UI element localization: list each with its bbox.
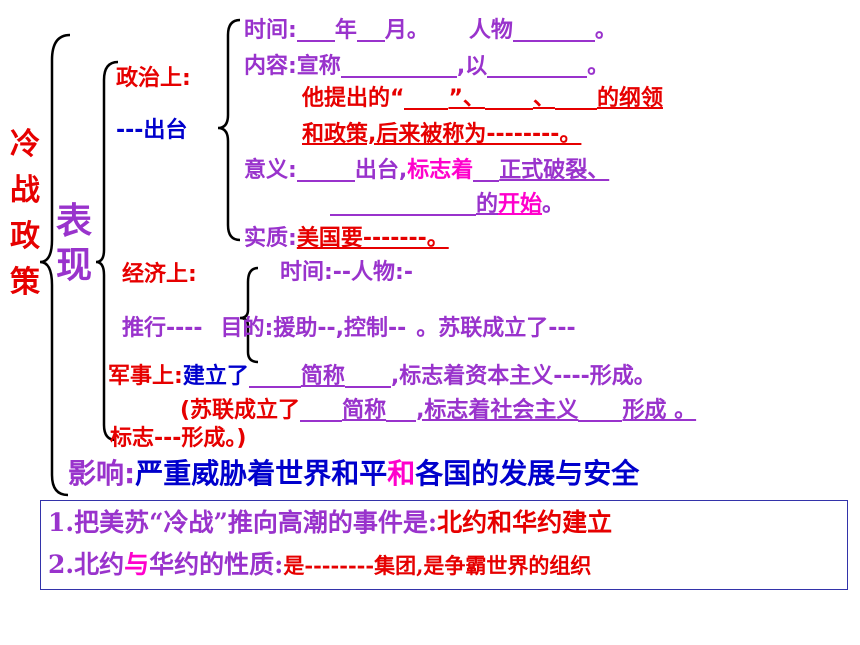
significance-line-2: 的开始。 xyxy=(330,192,564,216)
question-2: 2.北约与华约的性质:是--------集团,是争霸世界的组织 xyxy=(48,552,591,577)
biao-xian-title: 表 现 xyxy=(56,200,92,288)
blank xyxy=(484,86,533,110)
side-char: 冷 xyxy=(10,127,40,162)
military-1b: 简称 xyxy=(300,364,345,389)
side-char: 政 xyxy=(10,219,40,254)
time-label: 时间: xyxy=(244,18,297,43)
blank xyxy=(578,398,623,422)
program-1c: 、 xyxy=(532,86,555,111)
side-char: 策 xyxy=(10,265,40,300)
military-line-3: 标志---形成。) xyxy=(110,426,247,451)
month-text: 月。 xyxy=(384,18,429,43)
blank xyxy=(386,398,417,422)
blank xyxy=(300,398,343,422)
economic-2b: 目的:援助--,控制-- xyxy=(220,316,407,341)
year-text: 年 xyxy=(334,18,357,43)
economic-label: 经济上: xyxy=(122,262,197,287)
program-1a: 他提出的“ xyxy=(302,86,405,111)
economic-line-2: 推行---- 目的:援助--,控制-- 。苏联成立了--- xyxy=(122,318,576,340)
significance-6: 。 xyxy=(542,192,565,217)
content-end: 。 xyxy=(587,54,610,79)
blank xyxy=(404,86,449,110)
question-1: 1.把美苏“冷战”推向高潮的事件是:北约和华约建立 xyxy=(48,510,612,535)
economic-2a: 推行---- xyxy=(122,316,203,341)
significance-1: 出台 xyxy=(354,158,399,183)
military-1a: 建立了 xyxy=(182,364,249,389)
blank xyxy=(248,364,301,388)
question-2b: 与 xyxy=(124,550,150,579)
influence-text-c: 各国的发展与安全 xyxy=(415,457,640,490)
significance-4: 的 xyxy=(476,192,499,217)
blank xyxy=(344,364,391,388)
essence-text: 美国要-------。 xyxy=(296,226,449,251)
blank xyxy=(487,54,588,78)
side-char: 战 xyxy=(10,173,40,208)
military-1c: ,标志着资本主义----形成。 xyxy=(390,364,656,389)
influence-line: 影响:严重威胁着世界和平和各国的发展与安全 xyxy=(68,460,639,488)
military-line-2: (苏联成立了 简称 ,标志着社会主义 形成 。 xyxy=(180,398,696,422)
period: 。 xyxy=(594,18,617,43)
essence-line: 实质:美国要-------。 xyxy=(244,228,449,250)
biao-char: 表 xyxy=(56,201,93,242)
blank xyxy=(296,18,335,42)
content-label: 内容:宣称 xyxy=(244,54,341,79)
blank xyxy=(473,158,500,182)
question-2a: 2.北约 xyxy=(48,550,125,579)
side-title: 冷 战 政 策 xyxy=(10,122,40,306)
economic-2c: 。苏联成立了--- xyxy=(416,316,576,341)
military-line-1: 军事上:建立了 简称 ,标志着资本主义----形成。 xyxy=(108,364,656,388)
question-2c: 华约的性质: xyxy=(149,550,284,579)
significance-5: 开始 xyxy=(498,192,543,217)
question-2d: 是--------集团,是争霸世界的组织 xyxy=(283,553,592,578)
influence-label: 影响: xyxy=(68,457,136,490)
program-line-1: 他提出的“ ”、 、 的纲领 xyxy=(302,86,663,110)
military-2a: (苏联成立了 xyxy=(180,398,301,423)
political-label: 政治上: xyxy=(116,66,191,91)
question-1-answer: 北约和华约建立 xyxy=(437,508,613,537)
person-label: 人物 xyxy=(468,18,513,43)
political-sub-label: ---出台 xyxy=(116,118,188,143)
xian-char: 现 xyxy=(56,245,93,286)
significance-sep: , xyxy=(398,158,408,183)
influence-text-b: 和 xyxy=(387,457,416,490)
essence-label: 实质: xyxy=(244,226,297,251)
influence-text-a: 严重威胁着世界和平 xyxy=(135,457,388,490)
blank xyxy=(330,192,476,216)
military-2b: 简称 xyxy=(342,398,387,423)
question-1-text: 1.把美苏“冷战”推向高潮的事件是: xyxy=(48,508,438,537)
blank xyxy=(554,86,597,110)
significance-label: 意义: xyxy=(244,158,297,183)
blank xyxy=(512,18,595,42)
blank xyxy=(340,54,457,78)
significance-3: 正式破裂、 xyxy=(499,158,610,183)
military-2d: 形成 。 xyxy=(622,398,697,423)
economic-line-1: 时间:--人物:- xyxy=(280,260,413,285)
blank xyxy=(296,158,355,182)
blank xyxy=(356,18,385,42)
political-brace xyxy=(217,18,241,242)
content-mid: ,以 xyxy=(456,54,488,79)
political-time-line: 时间: 年 月。 人物 。 xyxy=(244,18,617,42)
political-content-line: 内容:宣称 ,以 。 xyxy=(244,54,609,78)
economic-brace xyxy=(239,266,259,364)
significance-2: 标志着 xyxy=(407,158,474,183)
military-2c: ,标志着社会主义 xyxy=(416,398,579,423)
program-1d: 的纲领 xyxy=(596,86,663,111)
significance-line-1: 意义: 出台,标志着正式破裂、 xyxy=(244,158,609,182)
program-1b: ”、 xyxy=(448,86,485,111)
military-label: 军事上: xyxy=(108,364,183,389)
question-box xyxy=(40,500,848,590)
program-line-2: 和政策,后来被称为--------。 xyxy=(302,124,581,146)
program-2: 和政策,后来被称为--------。 xyxy=(302,122,582,147)
